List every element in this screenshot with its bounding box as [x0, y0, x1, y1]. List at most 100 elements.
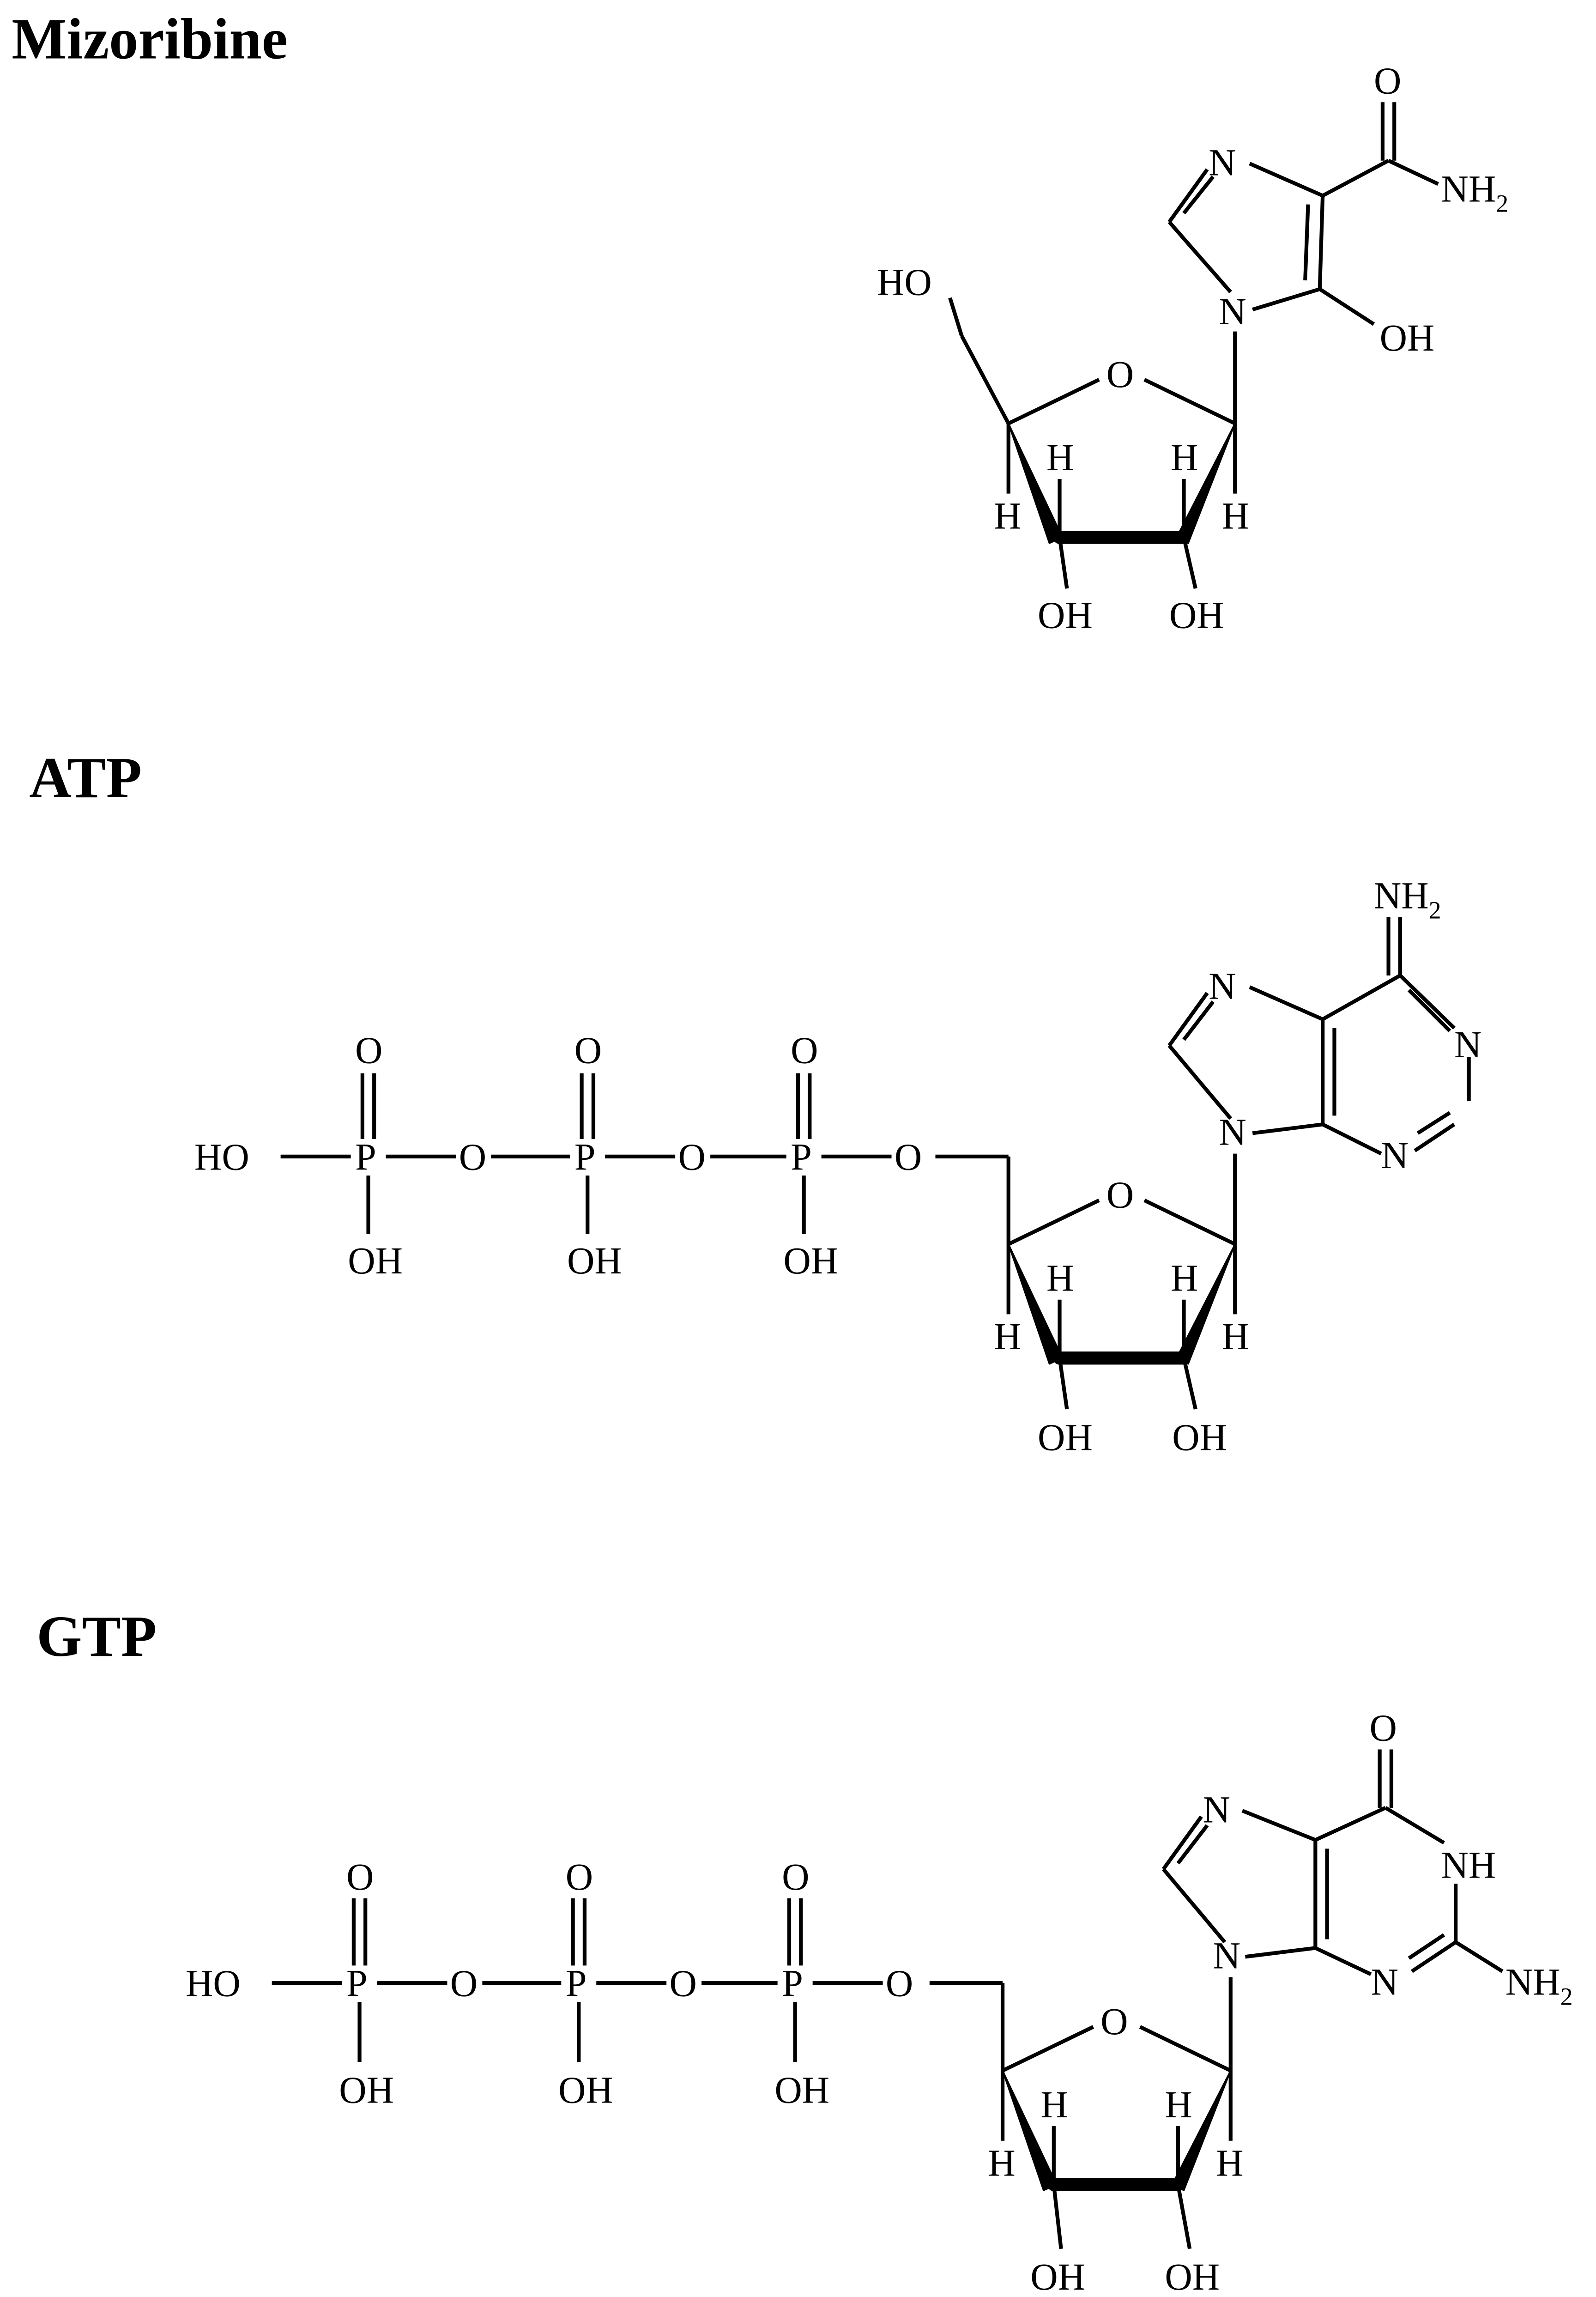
atom-label: N	[1381, 1134, 1409, 1176]
atom-label: N	[1209, 141, 1236, 183]
atom-label: O	[1374, 60, 1401, 102]
bond	[948, 297, 964, 337]
atom-label: N	[1209, 965, 1236, 1007]
atom-label: OH	[1165, 2256, 1220, 2297]
bond	[1052, 2184, 1063, 2249]
atom-label: O	[782, 1856, 809, 1898]
bond	[1249, 162, 1324, 198]
atom-label: O	[450, 1963, 478, 2005]
bond	[1058, 537, 1069, 589]
molecule-title-mizoribine: Mizoribine	[12, 7, 288, 72]
atom-label: H	[994, 1315, 1021, 1358]
bond	[1182, 537, 1197, 589]
bond	[1322, 159, 1390, 198]
atom-label: O	[346, 1856, 374, 1898]
atom-label: NH2	[1374, 874, 1441, 924]
atom-label: H	[1171, 1257, 1198, 1299]
atom-label: O	[574, 1030, 602, 1072]
atom-label: O	[1106, 353, 1134, 395]
bond	[1161, 1815, 1203, 1871]
atom-label: P	[791, 1136, 812, 1178]
molecule-title-gtp: GTP	[36, 1604, 157, 1669]
atom-label: H	[1046, 1257, 1074, 1299]
bond	[1318, 287, 1375, 326]
atom-label: HO	[194, 1136, 249, 1178]
bond	[1007, 378, 1100, 425]
atom-label: O	[895, 1136, 922, 1178]
atom-label: N	[1371, 1961, 1398, 2003]
bond	[1408, 1933, 1445, 1960]
bond	[1314, 1806, 1386, 1842]
atom-label: N	[1454, 1024, 1481, 1066]
atom-label: N	[1203, 1789, 1230, 1831]
atom-label: OH	[348, 1240, 403, 1282]
atom-label: HO	[186, 1963, 241, 2005]
bond	[1167, 220, 1232, 294]
bond	[1143, 1199, 1236, 1246]
atom-label: O	[1369, 1707, 1396, 1749]
atom-label: P	[355, 1136, 376, 1178]
atom-label: O	[459, 1136, 486, 1178]
bond	[1182, 1358, 1197, 1410]
atom-label: NH	[1441, 1844, 1496, 1886]
molecule-gtp: GTP	[36, 1604, 1572, 2297]
atom-label: H	[1165, 2084, 1192, 2126]
bond	[1322, 1122, 1382, 1156]
bond	[1314, 1946, 1372, 1976]
bond	[1002, 2025, 1094, 2073]
atom-label: OH	[567, 1240, 622, 1282]
bond	[1249, 985, 1324, 1021]
atom-label: P	[782, 1963, 803, 2005]
atom-label: N	[1219, 1111, 1246, 1153]
atom-label: O	[566, 1856, 593, 1898]
atom-label: OH	[1038, 594, 1093, 636]
bond	[1414, 1122, 1456, 1152]
atom-label: O	[669, 1963, 696, 2005]
bond	[1410, 1940, 1457, 1973]
atom-label: H	[988, 2142, 1015, 2184]
atom-label: N	[1219, 291, 1246, 333]
molecule-title-atp: ATP	[29, 745, 142, 810]
atom-label: O	[1100, 2000, 1128, 2042]
bond	[1252, 287, 1321, 312]
molecule-atp: ATP	[29, 745, 1481, 1458]
atom-label: OH	[558, 2069, 613, 2111]
bond	[1139, 2025, 1232, 2073]
atom-label: O	[1106, 1174, 1134, 1216]
molecule-mizoribine: Mizoribine O NH2 N N	[12, 7, 1508, 636]
bond	[1143, 378, 1236, 425]
atom-label: O	[886, 1963, 913, 2005]
atom-label: H	[994, 495, 1021, 537]
atom-label: OH	[783, 1240, 838, 1282]
atom-label: P	[574, 1136, 596, 1178]
atom-label: OH	[1169, 594, 1224, 636]
atom-label: H	[1222, 1315, 1249, 1358]
bond	[1176, 2184, 1192, 2249]
atom-label: O	[678, 1136, 705, 1178]
atom-label: OH	[1030, 2256, 1085, 2297]
atom-label: H	[1040, 2084, 1068, 2126]
bond	[1399, 974, 1456, 1030]
bond	[1058, 1358, 1069, 1410]
bond	[1007, 1199, 1100, 1246]
bond	[1387, 159, 1439, 186]
atom-label: O	[355, 1030, 382, 1072]
atom-label: OH	[774, 2069, 829, 2111]
bond	[1167, 1044, 1232, 1120]
bond	[1182, 175, 1215, 215]
atom-label: OH	[1380, 317, 1435, 359]
atom-label: H	[1216, 2142, 1243, 2184]
bond	[1176, 1824, 1209, 1865]
atom-label: OH	[1172, 1416, 1227, 1458]
bond	[1384, 1806, 1445, 1845]
atom-label: P	[566, 1963, 587, 2005]
bond	[1167, 992, 1209, 1047]
atom-label: P	[346, 1963, 368, 2005]
bond	[1182, 1000, 1215, 1041]
bond	[1454, 1940, 1504, 1973]
bond	[960, 335, 1010, 424]
bond	[1167, 168, 1209, 223]
bond	[1416, 1111, 1451, 1135]
atom-label: NH2	[1441, 168, 1509, 217]
